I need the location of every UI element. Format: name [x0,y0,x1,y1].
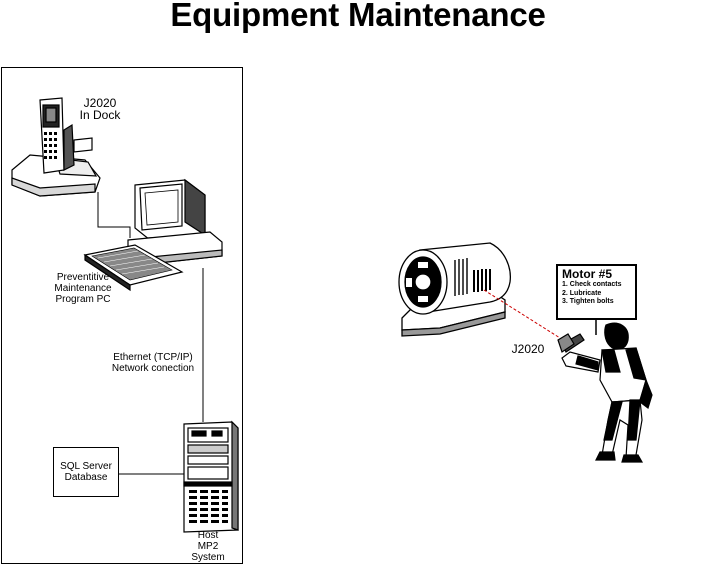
handheld-dock-label-line: In Dock [79,108,121,122]
network-label-line: Ethernet (TCP/IP) [113,352,193,363]
scanner-label: J2020 [511,342,545,356]
handheld-dock-icon [11,97,101,197]
work-card-title: Motor #5 [562,267,613,281]
work-card-step: 3. Tighten bolts [562,298,614,305]
system-panel [1,67,243,564]
handheld-dock-label: J2020 In Dock [60,97,140,121]
host-label-line: MP2 [197,541,219,552]
pc-label-line: Maintenance [54,283,112,294]
pc-icon [83,178,223,292]
work-card-step: 2. Lubricate [562,289,602,297]
host-label-line: Host [197,530,219,541]
handheld-dock-label-line: J2020 [83,96,117,110]
host-server-icon [183,420,239,533]
host-label: Host MP2 System [178,530,238,563]
database-box: SQL Server Database [53,447,119,497]
pc-label: Preventitive Maintenance Program PC [33,272,133,305]
database-label-line: Database [64,472,108,483]
pc-label-line: Preventitive [56,272,110,283]
dock-to-pc-line [97,192,131,238]
connection-lines [97,192,204,475]
network-label-line: Network conection [111,363,195,374]
work-card: Motor #5 1. Check contacts 2. Lubricate … [556,264,637,320]
motor-icon [398,242,511,337]
database-label-line: SQL Server [60,461,112,472]
pc-label-line: Program PC [55,294,111,305]
technician-icon [557,320,653,463]
page-title: Equipment Maintenance [170,0,546,33]
work-card-step: 1. Check contacts [562,281,622,288]
network-label: Ethernet (TCP/IP) Network conection [98,352,208,374]
host-label-line: System [191,552,225,563]
